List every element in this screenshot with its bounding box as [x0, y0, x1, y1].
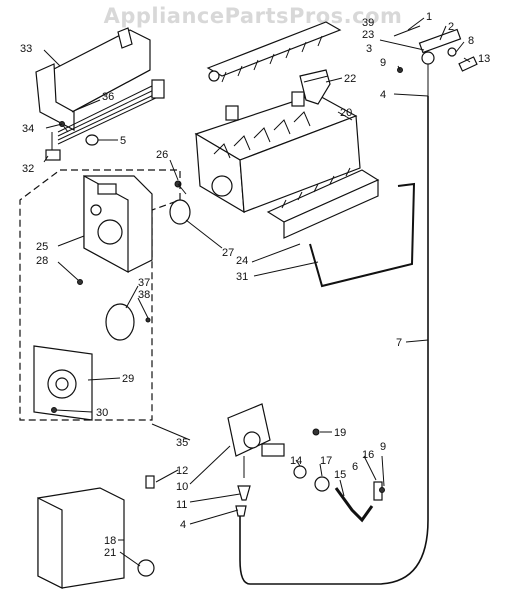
label-part-11: 11: [176, 499, 187, 511]
water-valve[interactable]: [227, 403, 285, 478]
label-part-20: 20: [340, 107, 352, 119]
label-part-1: 1: [426, 11, 432, 23]
label-part-8: 8: [468, 35, 474, 47]
label-part-10: 10: [176, 481, 188, 493]
label-part-4b: 4: [180, 519, 186, 531]
label-part-34: 34: [22, 123, 34, 135]
screw-part-19[interactable]: [312, 428, 320, 436]
label-part-14: 14: [290, 455, 302, 467]
label-part-6: 6: [352, 461, 358, 473]
label-part-24: 24: [236, 255, 248, 267]
label-part-39: 39: [362, 17, 374, 29]
label-part-17: 17: [320, 455, 332, 467]
label-part-29: 29: [122, 373, 134, 385]
label-part-16: 16: [362, 449, 374, 461]
wire-harness[interactable]: [45, 79, 165, 161]
water-inlet-fitting[interactable]: [393, 25, 478, 96]
label-part-35: 35: [176, 437, 188, 449]
label-part-28: 28: [36, 255, 48, 267]
label-part-22: 22: [344, 73, 356, 85]
grommet-part-12[interactable]: [145, 475, 155, 489]
callout-labels: 1 2 39 23 3 8 13 9 22 4 20 33 36 34 5 32…: [20, 11, 490, 559]
label-part-21: 21: [104, 547, 116, 559]
label-part-33: 33: [20, 43, 32, 55]
inlet-tube-part-15[interactable]: [334, 487, 374, 523]
label-part-32: 32: [22, 163, 34, 175]
label-part-27: 27: [222, 247, 234, 259]
label-part-18: 18: [104, 535, 116, 547]
control-module[interactable]: [83, 174, 153, 274]
label-part-30: 30: [96, 407, 108, 419]
fitting-part-4b[interactable]: [235, 505, 247, 517]
control-module-boundary: [19, 169, 181, 421]
screw-part-30[interactable]: [51, 407, 57, 413]
mounting-plate[interactable]: [33, 345, 93, 421]
shutoff-arm[interactable]: [309, 182, 416, 288]
label-part-38: 38: [138, 289, 150, 301]
label-part-37: 37: [138, 277, 150, 289]
screw-part-9b[interactable]: [379, 487, 385, 493]
nut-part-14[interactable]: [293, 465, 307, 479]
fitting-part-17[interactable]: [314, 476, 330, 492]
mold-cover[interactable]: [266, 167, 380, 239]
screw-part-28[interactable]: [77, 279, 83, 285]
ice-mold[interactable]: [194, 91, 361, 214]
leader-lines: [43, 17, 471, 567]
label-part-2: 2: [448, 21, 454, 33]
label-part-12: 12: [176, 465, 188, 477]
fill-cup[interactable]: [299, 69, 331, 105]
drive-motor[interactable]: [105, 303, 151, 341]
front-cover[interactable]: [37, 487, 125, 589]
ejector-blade-assembly[interactable]: [206, 21, 342, 83]
label-part-26: 26: [156, 149, 168, 161]
label-part-7: 7: [396, 337, 402, 349]
label-part-23: 23: [362, 29, 374, 41]
label-part-9a: 9: [380, 57, 386, 69]
label-part-3: 3: [366, 43, 372, 55]
label-part-15: 15: [334, 469, 346, 481]
label-part-36: 36: [102, 91, 114, 103]
label-part-19: 19: [334, 427, 346, 439]
knob-part-21[interactable]: [137, 559, 155, 577]
label-part-5: 5: [120, 135, 126, 147]
label-part-4a: 4: [380, 89, 386, 101]
label-part-13: 13: [478, 53, 490, 65]
water-tube[interactable]: [239, 96, 429, 585]
clip-part-5[interactable]: [85, 134, 99, 146]
label-part-31: 31: [236, 271, 248, 283]
label-part-25: 25: [36, 241, 48, 253]
fitting-part-11[interactable]: [237, 485, 251, 501]
label-part-9b: 9: [380, 441, 386, 453]
mounting-bracket[interactable]: [35, 27, 151, 131]
